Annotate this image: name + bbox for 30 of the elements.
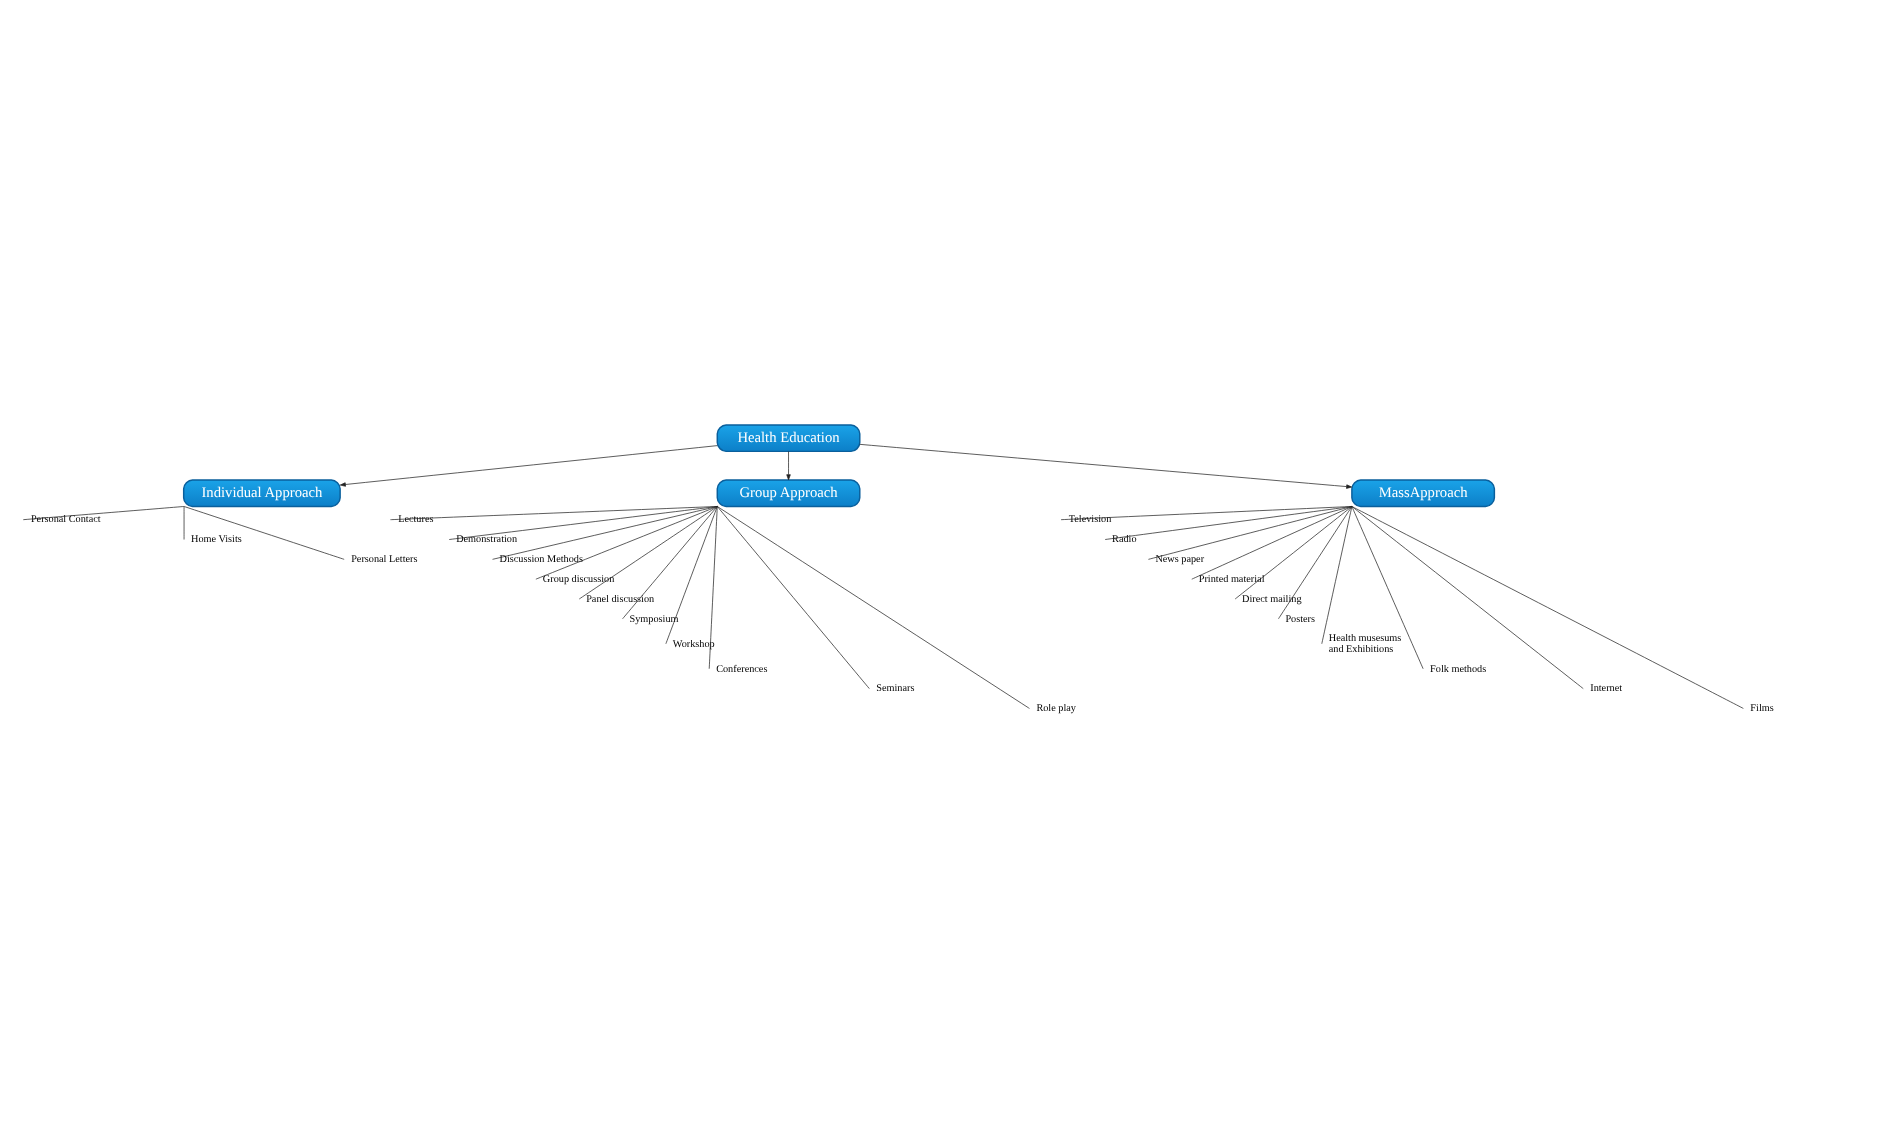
connector — [665, 505, 718, 644]
connector — [1104, 505, 1353, 539]
node-box: Individual Approach — [182, 478, 341, 507]
connector — [1321, 505, 1353, 644]
connector — [716, 505, 870, 688]
connector — [183, 505, 185, 539]
connector — [1278, 505, 1353, 619]
connector — [622, 505, 718, 619]
connector — [1351, 505, 1744, 708]
connector — [578, 505, 718, 599]
connector — [183, 505, 345, 559]
connector — [390, 505, 718, 520]
connector — [535, 505, 718, 579]
node-box: Health Education — [716, 423, 861, 452]
arrow — [786, 450, 791, 480]
node-box: MassApproach — [1351, 478, 1496, 507]
arrow — [859, 442, 1353, 488]
connector — [1191, 505, 1353, 579]
connector — [448, 505, 718, 539]
connector — [1060, 505, 1353, 520]
connector — [22, 505, 185, 520]
connector — [708, 505, 718, 669]
connector — [492, 505, 718, 559]
node-box: Group Approach — [716, 478, 861, 507]
arrow — [339, 444, 718, 486]
connector — [716, 505, 1030, 708]
connector — [1234, 505, 1353, 599]
connector — [1148, 505, 1353, 559]
connector — [1351, 505, 1424, 669]
connector — [1351, 505, 1584, 688]
